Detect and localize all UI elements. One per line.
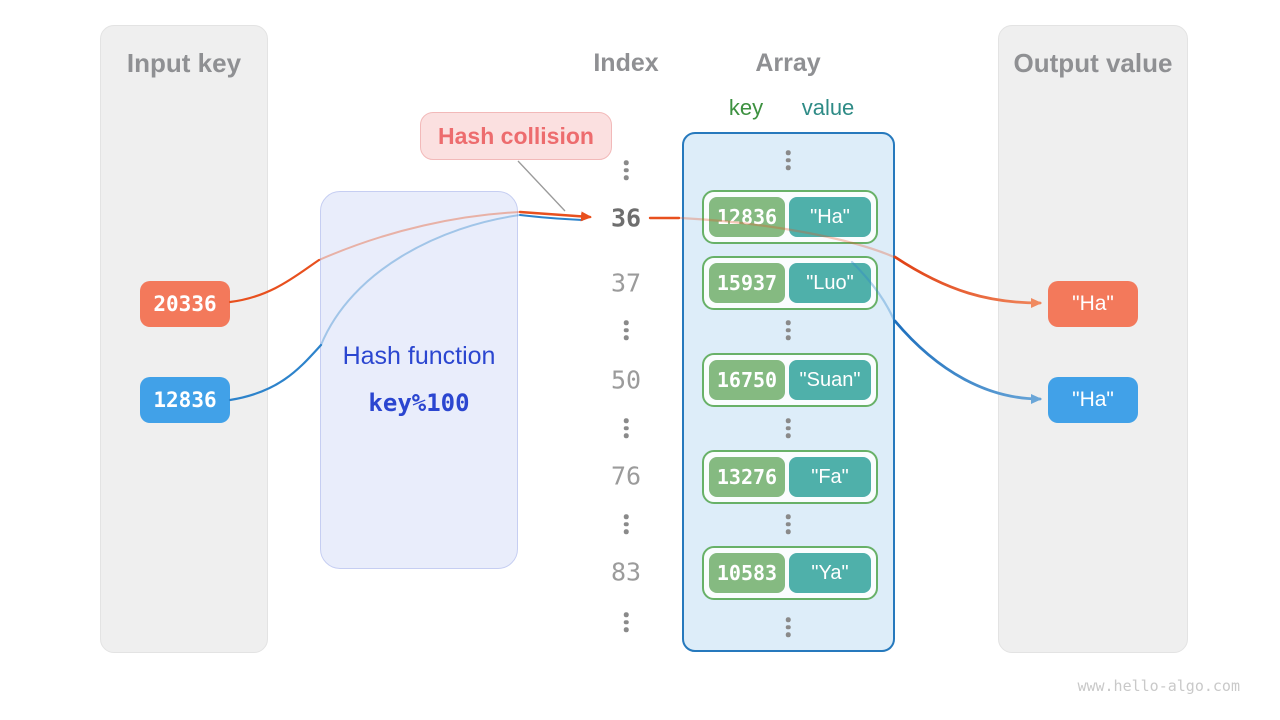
index-76: 76 [610, 461, 642, 491]
ellipsis-dots [785, 418, 791, 438]
pair-key: 13276 [709, 457, 785, 497]
pair-value: "Ya" [789, 553, 871, 593]
output-value-title: Output value [1013, 48, 1173, 78]
hash-function-formula: key%100 [368, 389, 470, 417]
array-row-10583-ya: 10583 "Ya" [702, 546, 878, 600]
index-83: 83 [610, 557, 642, 587]
ellipsis-dots [623, 160, 629, 180]
input-key-panel [100, 25, 268, 653]
pair-value: "Suan" [789, 360, 871, 400]
ellipsis-dots [785, 617, 791, 637]
array-row-16750-suan: 16750 "Suan" [702, 353, 878, 407]
collision-pointer-line [517, 160, 566, 212]
pair-value: "Ha" [789, 197, 871, 237]
ellipsis-dots [623, 612, 629, 632]
pair-key: 12836 [709, 197, 785, 237]
hash-function-label: Hash function [342, 342, 496, 370]
array-row-13276-fa: 13276 "Fa" [702, 450, 878, 504]
array-column-title: Array [755, 49, 821, 77]
input-key-12836: 12836 [140, 377, 230, 423]
index-36: 36 [610, 203, 642, 233]
ellipsis-dots [785, 150, 791, 170]
pair-key: 16750 [709, 360, 785, 400]
pair-key: 10583 [709, 553, 785, 593]
pair-key: 15937 [709, 263, 785, 303]
index-column-title: Index [593, 49, 659, 77]
array-row-12836-ha: 12836 "Ha" [702, 190, 878, 244]
hash-collision-callout: Hash collision [420, 112, 612, 160]
output-value-ha-orange: "Ha" [1048, 281, 1138, 327]
ellipsis-dots [623, 514, 629, 534]
output-value-panel [998, 25, 1188, 653]
output-value-ha-blue: "Ha" [1048, 377, 1138, 423]
arrow-blue-to-index36 [519, 214, 583, 221]
array-row-15937-luo: 15937 "Luo" [702, 256, 878, 310]
ellipsis-dots [785, 514, 791, 534]
ellipsis-dots [623, 418, 629, 438]
input-key-20336: 20336 [140, 281, 230, 327]
ellipsis-dots [623, 320, 629, 340]
index-37: 37 [610, 268, 642, 298]
pair-value: "Luo" [789, 263, 871, 303]
ellipsis-dots [785, 320, 791, 340]
arrow-orange-to-index36 [518, 210, 592, 222]
hash-function-box [320, 191, 518, 569]
watermark: www.hello-algo.com [1077, 677, 1240, 695]
value-header: value [801, 95, 855, 120]
key-header: key [728, 95, 764, 120]
input-key-title: Input key [126, 48, 242, 78]
pair-value: "Fa" [789, 457, 871, 497]
index-50: 50 [610, 365, 642, 395]
